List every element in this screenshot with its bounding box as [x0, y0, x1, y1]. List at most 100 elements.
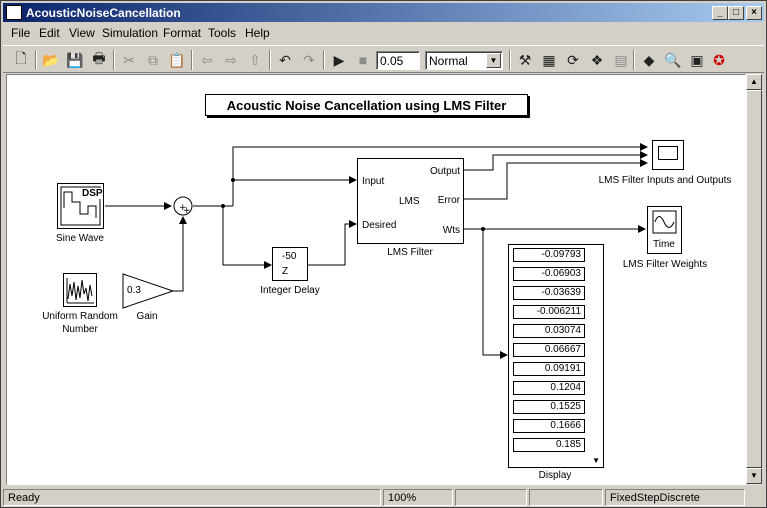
toolbar: 🗋 📂 💾 🖶 ✂ ⧉ 📋 ⇦ ⇨ ⇧ ↶ ↷ ▶ ■ 0.05 Normal … — [3, 45, 764, 73]
delay-exponent: -50 — [282, 251, 297, 262]
find-icon[interactable]: 🔍 — [664, 51, 682, 68]
display-value-row: -0.06903 — [513, 267, 585, 281]
signal-lines: + + — [105, 143, 648, 359]
gain-label: Gain — [136, 311, 158, 322]
library-browser-icon[interactable]: ▦ — [542, 51, 556, 68]
stop-time-input[interactable]: 0.05 — [376, 51, 420, 70]
model-canvas[interactable]: + + Acoustic Noise Cancellation using LM… — [6, 74, 746, 485]
title-bar: AcousticNoiseCancellation _ □ × — [3, 3, 764, 22]
forward-arrow-icon[interactable]: ⇨ — [225, 51, 237, 68]
display-value-row: 0.1204 — [513, 381, 585, 395]
close-button[interactable]: × — [746, 6, 762, 20]
status-bar: Ready 100% FixedStepDiscrete — [3, 488, 764, 507]
display-block[interactable]: -0.09793 -0.06903 -0.03639 -0.006211 0.03074… — [508, 244, 604, 468]
gain-value: 0.3 — [127, 285, 141, 296]
display-value-row: -0.03639 — [513, 286, 585, 300]
scope-weights-label: LMS Filter Weights — [622, 259, 708, 270]
sine-wave-block[interactable]: DSP — [57, 183, 104, 229]
menu-file[interactable]: File — [11, 26, 31, 40]
open-folder-icon[interactable]: 📂 — [42, 51, 60, 68]
diagram-title[interactable]: Acoustic Noise Cancellation using LMS Fi… — [205, 94, 528, 116]
save-icon[interactable]: 💾 — [66, 51, 84, 68]
sine-wave-icon — [60, 186, 101, 226]
simulink-app-icon — [6, 5, 22, 20]
start-simulation-icon[interactable]: ▶ — [333, 51, 345, 68]
lms-wts-port: Wts — [442, 225, 460, 236]
lms-output-port: Output — [429, 166, 460, 177]
error-to-scope-line — [463, 159, 648, 200]
integer-delay-block[interactable]: -50 Z — [272, 247, 308, 281]
chevron-down-icon[interactable]: ▼ — [486, 53, 501, 68]
wts-to-display-line — [482, 229, 508, 359]
display-value-row: -0.006211 — [513, 305, 585, 319]
gain-to-sum-line — [173, 216, 187, 292]
menu-format[interactable]: Format — [163, 26, 202, 40]
redo-icon[interactable]: ↷ — [303, 51, 315, 68]
sum-block — [173, 196, 193, 216]
copy-icon[interactable]: ⧉ — [148, 51, 158, 68]
menu-tools[interactable]: Tools — [208, 26, 237, 40]
display-value-row: -0.09793 — [513, 248, 585, 262]
simulation-mode-select[interactable]: Normal ▼ — [425, 51, 503, 70]
svg-text:+: + — [183, 206, 191, 216]
time-scope-text: Time — [653, 239, 675, 250]
time-scope-icon — [652, 210, 677, 234]
scope-inputs-outputs-label: LMS Filter Inputs and Outputs — [598, 175, 732, 186]
paste-icon[interactable]: 📋 — [168, 51, 186, 68]
output-to-scope-line — [463, 151, 648, 171]
undo-icon[interactable]: ↶ — [279, 51, 291, 68]
gain-block — [122, 273, 175, 309]
display-scroll-down-icon[interactable]: ▼ — [592, 456, 600, 465]
scope-weights-block[interactable]: Time — [647, 206, 682, 254]
model-explorer-icon[interactable]: ❖ — [590, 51, 604, 68]
print-icon[interactable]: 🖶 — [92, 50, 106, 66]
branch-to-scope-line — [232, 143, 648, 206]
simulation-mode-value: Normal — [429, 54, 468, 68]
status-empty-2 — [529, 489, 603, 506]
to-delay-line — [222, 206, 272, 269]
back-arrow-icon[interactable]: ⇦ — [201, 51, 213, 68]
properties-icon[interactable]: ▣ — [690, 51, 704, 68]
menu-view[interactable]: View — [69, 26, 95, 40]
uniform-random-label: Uniform Random Number — [42, 311, 118, 335]
scope-icon — [658, 146, 678, 160]
menu-edit[interactable]: Edit — [39, 26, 60, 40]
up-arrow-icon[interactable]: ⇧ — [249, 51, 261, 68]
display-value-row: 0.06667 — [513, 343, 585, 357]
cut-icon[interactable]: ✂ — [123, 51, 135, 68]
debugger-icon[interactable]: ▤ — [614, 51, 628, 68]
maximize-button[interactable]: □ — [728, 6, 744, 20]
display-value-row: 0.03074 — [513, 324, 585, 338]
update-diagram-icon[interactable]: ⟳ — [567, 51, 579, 68]
lms-error-port: Error — [437, 195, 460, 206]
scroll-down-icon[interactable]: ▼ — [746, 468, 762, 484]
sine-wave-label: Sine Wave — [56, 233, 104, 244]
lms-center-text: LMS — [399, 196, 420, 207]
menu-simulation[interactable]: Simulation — [102, 26, 159, 40]
scroll-thumb[interactable] — [746, 90, 762, 468]
vertical-scrollbar[interactable]: ▲ ▼ — [746, 74, 762, 485]
display-value-row: 0.185 — [513, 438, 585, 452]
minimize-button[interactable]: _ — [712, 6, 728, 20]
menu-bar: File Edit View Simulation Format Tools H… — [3, 23, 764, 42]
display-value-row: 0.1525 — [513, 400, 585, 414]
lms-filter-label: LMS Filter — [387, 247, 433, 258]
model-browser-icon[interactable]: ◆ — [643, 51, 655, 68]
new-file-icon[interactable]: 🗋 — [15, 50, 27, 66]
build-icon[interactable]: ⚒ — [518, 51, 532, 68]
display-value-row: 0.09191 — [513, 362, 585, 376]
help-icon[interactable]: ✪ — [713, 51, 725, 68]
integer-delay-label: Integer Delay — [260, 285, 320, 296]
status-ready: Ready — [3, 489, 381, 506]
lms-filter-block[interactable]: Input Desired LMS Output Error Wts — [357, 158, 464, 244]
status-solver: FixedStepDiscrete — [605, 489, 745, 506]
delay-to-desired-line — [307, 220, 357, 266]
status-empty-1 — [455, 489, 527, 506]
lms-input-port: Input — [362, 176, 385, 187]
menu-help[interactable]: Help — [245, 26, 270, 40]
stop-simulation-icon[interactable]: ■ — [358, 52, 368, 68]
uniform-random-block[interactable] — [63, 273, 97, 307]
scroll-up-icon[interactable]: ▲ — [746, 74, 762, 90]
scope-inputs-outputs-block[interactable] — [652, 140, 684, 170]
